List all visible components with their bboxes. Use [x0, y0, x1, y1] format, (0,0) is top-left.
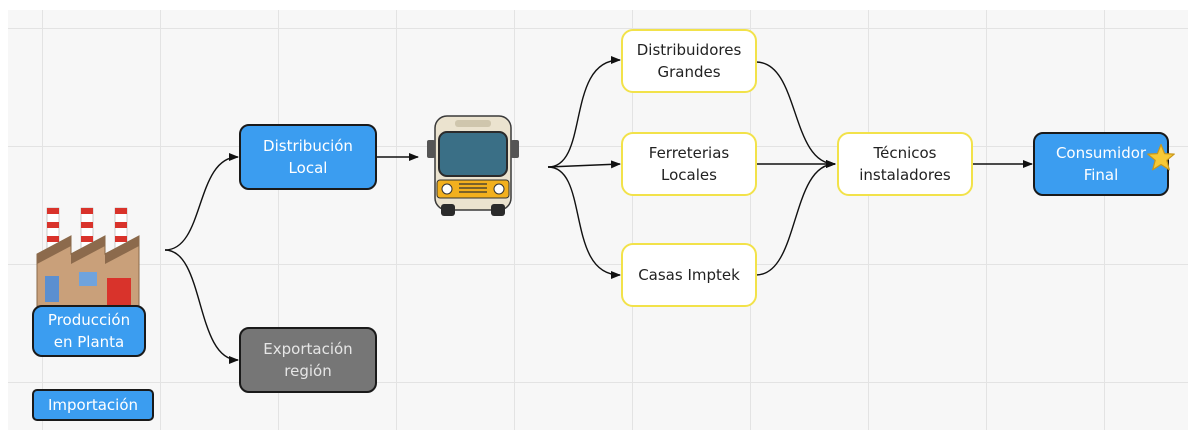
node-produccion-en-planta[interactable]: Producción en Planta: [32, 305, 146, 357]
connector-bus-ferreterias: [547, 160, 621, 169]
connector-distribuidores-tecnicos: [755, 61, 836, 168]
bus-icon: [427, 115, 519, 216]
node-ferreterias-locales[interactable]: Ferreterias Locales: [621, 132, 757, 196]
node-distribuidores-grandes[interactable]: Distribuidores Grandes: [621, 29, 757, 93]
connector-bus-distribuidores: [547, 56, 621, 168]
node-exportacion-region[interactable]: Exportación región: [239, 327, 377, 393]
connector-bus-casas: [547, 166, 621, 279]
diagram-canvas: [8, 10, 1188, 430]
factory-icon: [36, 207, 140, 307]
node-casas-imptek[interactable]: Casas Imptek: [621, 243, 757, 307]
node-consumidor-final[interactable]: Consumidor Final: [1033, 132, 1169, 196]
node-importacion[interactable]: Importación: [32, 389, 154, 421]
star-icon: [1147, 143, 1175, 171]
node-tecnicos-instaladores[interactable]: Técnicos instaladores: [837, 132, 973, 196]
connector-planta-distribucion: [164, 153, 239, 251]
node-distribucion-local[interactable]: Distribución Local: [239, 124, 377, 190]
connector-casas-tecnicos: [755, 160, 836, 276]
connector-planta-exportacion: [164, 249, 239, 364]
